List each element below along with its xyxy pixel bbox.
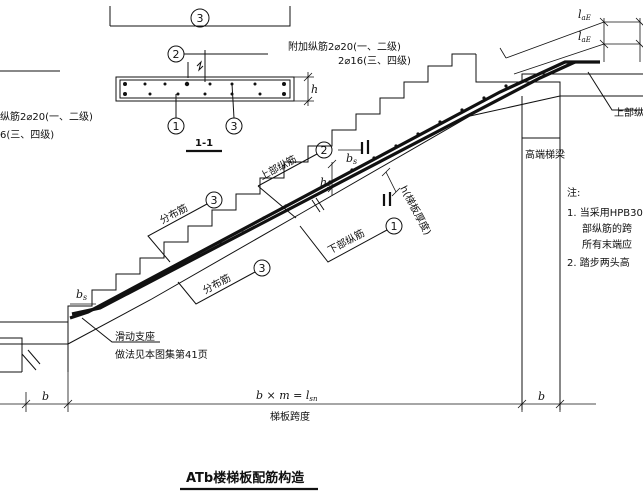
stair-steps — [67, 53, 476, 322]
section-1-1: 3 2 h 附加纵筋2⌀20(一、二级) 2⌀16(三、四级) 1 3 — [109, 6, 411, 153]
note-line-1: 1. 当采用HPB30 — [567, 206, 643, 219]
sliding-ref-text: 做法见本图集第41页 — [115, 348, 208, 361]
callout-3-leader — [231, 83, 235, 119]
note-line-3: 所有末端应 — [582, 238, 632, 251]
hs-text: hs — [320, 176, 331, 190]
add-bar-note-2: 2⌀16(三、四级) — [338, 55, 411, 67]
lower-bar-label: 1 下部纵筋 — [299, 217, 403, 263]
dist-bar-1-leader — [147, 203, 208, 263]
callout-1-circle — [385, 217, 403, 235]
section-h-text: h — [311, 83, 318, 96]
section-top-bracket — [109, 6, 291, 27]
callout-2-section-text: 2 — [173, 48, 180, 61]
section-cut-bottom — [382, 192, 392, 206]
h-thickness-text: h(梯板厚度) — [397, 183, 434, 237]
left-support-hatch — [21, 349, 41, 371]
sliding-support-leader — [81, 317, 160, 343]
lab2-text: laE — [578, 30, 591, 44]
lower-bar-leader — [299, 225, 388, 263]
notes: 注: 1. 当采用HPB30 部纵筋的跨 所有末端应 2. 踏步两头高 — [567, 186, 643, 269]
diagram-title: ATb楼梯板配筋构造 — [186, 470, 305, 486]
callout-3a-text: 3 — [211, 194, 218, 207]
thickness-break — [311, 197, 325, 213]
sliding-support-text: 滑动支座 — [115, 330, 155, 343]
left-note-2: 6(三、四级) — [0, 129, 54, 141]
span-formula: b × m = lsn — [256, 389, 318, 403]
callout-1-text: 1 — [391, 220, 398, 233]
dist-bar-2-label: 3 分布筋 — [177, 259, 271, 305]
callout-3-top-text: 3 — [197, 12, 204, 25]
dist-bar-2-leader — [177, 271, 256, 305]
callout-2-circle — [315, 141, 333, 159]
b1-text: bs — [76, 288, 87, 302]
callout-1-section-text: 1 — [173, 120, 180, 133]
section-slab — [115, 76, 295, 102]
span-label: 梯板跨度 — [270, 410, 310, 423]
callout-2-text: 2 — [321, 144, 328, 157]
dist-bar-1-text: 分布筋 — [157, 201, 190, 227]
note-line-2: 部纵筋的跨 — [582, 222, 632, 235]
callout-3b-circle — [253, 259, 271, 277]
upper-bar-leader — [257, 153, 318, 219]
upper-right-leader — [587, 71, 643, 111]
section-name: 1-1 — [195, 138, 213, 149]
high-end-beam-label: 高端梯梁 — [525, 148, 565, 161]
right-landing — [475, 54, 643, 97]
right-b-text: b — [538, 390, 545, 403]
section-h-dim — [294, 72, 314, 106]
left-landing — [0, 321, 69, 373]
section-bars — [123, 81, 286, 96]
hs-dim — [327, 159, 337, 196]
callout-1-section-circle — [167, 117, 185, 135]
upper-bar — [71, 60, 576, 316]
upper-right-text: 上部纵 — [614, 106, 643, 119]
callout-3b-text: 3 — [259, 262, 266, 275]
callout-3a-circle — [205, 191, 223, 209]
bottom-dimensions: b b b × m = lsn 梯板跨度 — [0, 372, 596, 423]
bs-step-text: bs — [346, 152, 357, 166]
h-thickness-dim — [381, 167, 401, 197]
slab-soffit — [67, 95, 561, 345]
section-slab-inner — [119, 79, 291, 99]
callout-3-section-circle — [225, 117, 243, 135]
lower-bar — [69, 60, 600, 320]
break-mark — [196, 60, 204, 72]
add-bar-note-1: 附加纵筋2⌀20(一、二级) — [288, 40, 401, 53]
left-note-1: 纵筋2⌀20(一、二级) — [0, 110, 93, 123]
high-end-beam — [521, 96, 561, 410]
notes-heading: 注: — [567, 186, 580, 199]
stair-elevation: 高端梯梁 — [0, 53, 643, 410]
section-cut-top — [360, 140, 370, 154]
left-b-text: b — [42, 390, 49, 403]
callout-3-section-text: 3 — [231, 120, 238, 133]
distribution-bar-dots — [108, 84, 508, 304]
callout-3-top-circle — [190, 8, 210, 28]
lab-dimensions: laE laE — [499, 8, 643, 75]
note-line-4: 2. 踏步两头高 — [567, 256, 630, 269]
lab1-text: laE — [578, 8, 591, 22]
